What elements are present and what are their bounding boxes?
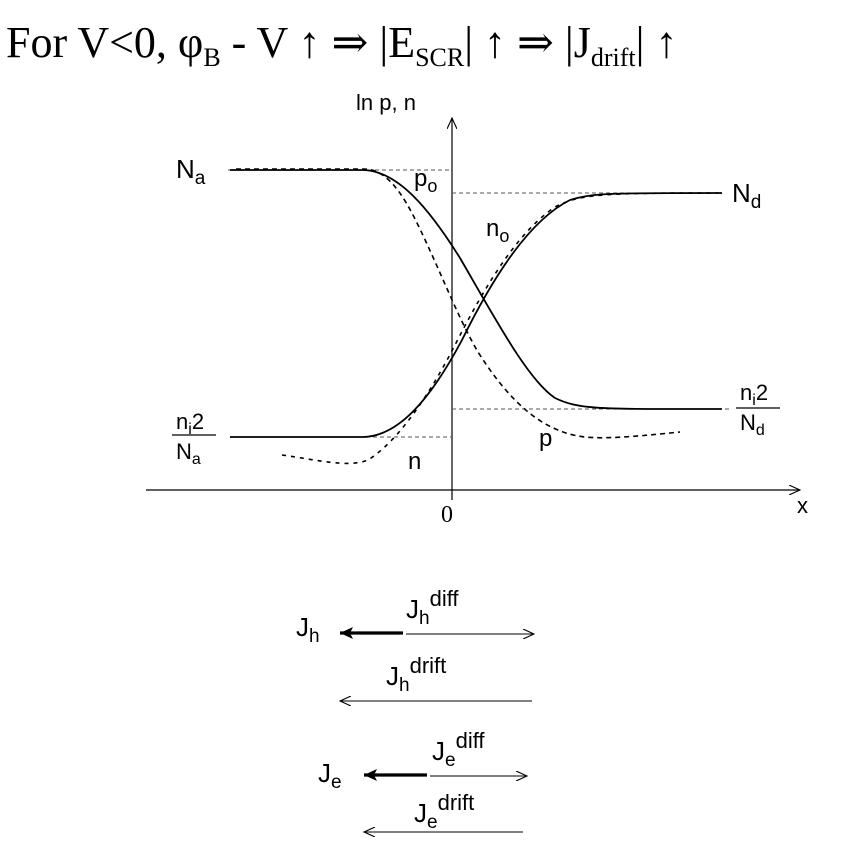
jh-label: Jh <box>296 612 320 647</box>
je-diff-label: Jediff <box>432 728 485 771</box>
ni2-over-nd-label: ni2 Nd <box>736 380 780 439</box>
n-reverse-bias-curve <box>281 192 719 465</box>
up-arrow-icon: ↑ <box>655 18 677 67</box>
no-equilibrium-curve <box>230 192 723 438</box>
p-curve-label: p <box>539 425 552 452</box>
fraction-denominator: Na <box>176 439 201 468</box>
hole-currents: Jh Jhdiff Jhdrift <box>296 586 534 701</box>
fraction-numerator: ni2 <box>740 380 768 409</box>
p-reverse-bias-curve <box>236 168 681 439</box>
na-label: Na <box>176 154 206 189</box>
implies-icon: ⇒ <box>506 18 565 67</box>
electron-currents: Je Jediff Jedrift <box>318 728 527 833</box>
no-label: no <box>486 215 509 246</box>
po-label: po <box>414 165 437 196</box>
heading-phi-sub: B <box>203 43 220 72</box>
heading-minus-v: - V <box>221 18 299 67</box>
jh-drift-label: Jhdrift <box>386 653 446 696</box>
jh-diff-label: Jhdiff <box>406 586 459 629</box>
implies-icon: ⇒ <box>321 18 380 67</box>
nd-label: Nd <box>732 178 761 213</box>
heading-prefix: For V<0, <box>6 18 178 67</box>
up-arrow-icon: ↑ <box>484 18 506 67</box>
heading-field-close: | <box>464 18 484 67</box>
heading-field-sub: SCR <box>415 43 465 72</box>
heading-field-open: |E <box>379 18 415 67</box>
je-label: Je <box>318 758 342 793</box>
heading-phi: φ <box>178 18 203 67</box>
y-axis-label: ln p, n <box>356 90 416 115</box>
heading-current-close: | <box>636 18 656 67</box>
heading-current-open: |J <box>565 18 591 67</box>
heading-current-sub: drift <box>591 43 637 72</box>
po-equilibrium-curve <box>230 169 723 410</box>
up-arrow-icon: ↑ <box>299 18 321 67</box>
je-drift-label: Jedrift <box>414 790 474 833</box>
fraction-numerator: ni2 <box>176 409 204 438</box>
fraction-denominator: Nd <box>740 410 765 439</box>
heading-equation: For V<0, φB - V ↑ ⇒ |ESCR| ↑ ⇒ |Jdrift| … <box>6 18 677 72</box>
x-axis-label: x <box>797 493 808 518</box>
n-curve-label: n <box>408 448 421 475</box>
origin-label: 0 <box>441 502 453 528</box>
ni2-over-na-label: ni2 Na <box>172 409 216 468</box>
